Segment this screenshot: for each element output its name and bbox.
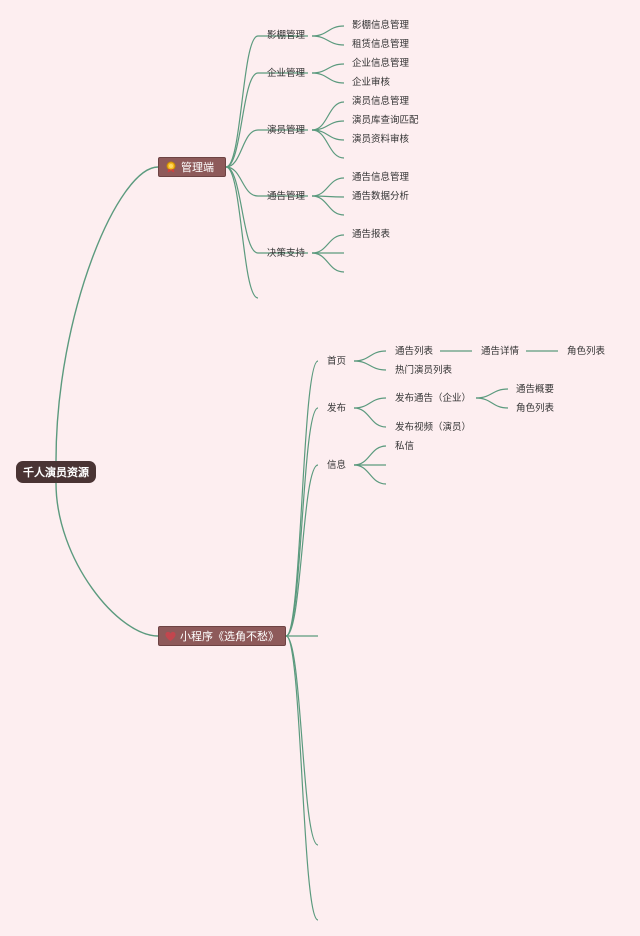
node-enterprise-info[interactable]: 企业信息管理 xyxy=(352,58,410,69)
edge-admin-l3-0-1 xyxy=(311,35,345,46)
edge-mini-l3-2-2 xyxy=(353,464,387,485)
edge-mini-l3-1-0 xyxy=(353,397,387,409)
node-notice-info[interactable]: 通告信息管理 xyxy=(352,172,410,183)
edge-admin-l3-3-0 xyxy=(311,177,345,197)
node-notice-analysis[interactable]: 通告数据分析 xyxy=(352,191,410,202)
main-node-label: 小程序《选角不愁》 xyxy=(180,630,279,643)
edge-mini-l2-tail-1 xyxy=(285,635,319,921)
node-actor-info[interactable]: 演员信息管理 xyxy=(352,96,410,107)
node-hot-actors[interactable]: 热门演员列表 xyxy=(395,365,453,376)
node-enterprise-audit[interactable]: 企业审核 xyxy=(352,77,391,88)
edge-admin-l2-1 xyxy=(225,72,259,168)
edge-mini-l3-0-1 xyxy=(353,360,387,371)
edge-admin-l3-3-2 xyxy=(311,195,345,216)
edge-mini-l3-2-0 xyxy=(353,445,387,466)
edge-mini-l3-0-0 xyxy=(353,350,387,362)
node-actor-management[interactable]: 演员管理 xyxy=(267,125,306,136)
node-messages[interactable]: 信息 xyxy=(327,460,347,471)
main-node-miniprogram[interactable]: 小程序《选角不愁》 xyxy=(158,626,286,646)
node-notice-detail[interactable]: 通告详情 xyxy=(481,346,520,357)
node-actor-search[interactable]: 演员库查询匹配 xyxy=(352,115,419,126)
node-notice-management[interactable]: 通告管理 xyxy=(267,191,306,202)
edge-admin-l3-1-0 xyxy=(311,63,345,74)
medal-icon xyxy=(166,161,176,173)
edge-admin-l2-0 xyxy=(225,35,259,168)
edge-mini-l2-tail-0 xyxy=(285,635,319,846)
edge-publish-notice-0 xyxy=(475,388,509,399)
edge-admin-l3-0-0 xyxy=(311,25,345,37)
root-label: 千人演员资源 xyxy=(23,466,89,479)
edge-admin-l3-2-3 xyxy=(311,129,345,159)
node-actor-review[interactable]: 演员资料审核 xyxy=(352,134,410,145)
node-studio-info[interactable]: 影棚信息管理 xyxy=(352,20,410,31)
heart-icon xyxy=(165,631,176,641)
main-node-label: 管理端 xyxy=(181,161,214,174)
root-node[interactable]: 千人演员资源 xyxy=(16,461,96,483)
node-publish-notice[interactable]: 发布通告（企业） xyxy=(395,393,472,404)
node-notice-summary[interactable]: 通告概要 xyxy=(516,384,555,395)
node-notice-list[interactable]: 通告列表 xyxy=(395,346,434,357)
node-decision-support[interactable]: 决策支持 xyxy=(267,248,306,259)
edge-root-miniprogram xyxy=(55,482,159,637)
main-node-admin[interactable]: 管理端 xyxy=(158,157,226,177)
edge-admin-l3-4-2 xyxy=(311,252,345,273)
edge-mini-l2-1 xyxy=(285,407,319,637)
edge-admin-l2-5 xyxy=(225,166,259,299)
node-role-list-2[interactable]: 角色列表 xyxy=(516,403,555,414)
node-publish-video[interactable]: 发布视频（演员） xyxy=(395,422,472,433)
edge-mini-l2-2 xyxy=(285,464,319,637)
node-home[interactable]: 首页 xyxy=(327,356,347,367)
edge-root-admin xyxy=(55,166,159,462)
node-private-message[interactable]: 私信 xyxy=(395,441,415,452)
edge-admin-l2-2 xyxy=(225,129,259,168)
edge-admin-l3-1-1 xyxy=(311,72,345,84)
edge-admin-l2-4 xyxy=(225,166,259,254)
edge-admin-l3-4-0 xyxy=(311,234,345,254)
node-enterprise-management[interactable]: 企业管理 xyxy=(267,68,306,79)
node-studio-management[interactable]: 影棚管理 xyxy=(267,30,306,41)
edge-publish-notice-1 xyxy=(475,397,509,409)
edge-mini-l3-1-1 xyxy=(353,407,387,428)
edge-mini-l2-0 xyxy=(285,360,319,637)
node-publish[interactable]: 发布 xyxy=(327,403,347,414)
node-rental-info[interactable]: 租赁信息管理 xyxy=(352,39,410,50)
node-notice-report[interactable]: 通告报表 xyxy=(352,229,391,240)
node-role-list[interactable]: 角色列表 xyxy=(567,346,606,357)
